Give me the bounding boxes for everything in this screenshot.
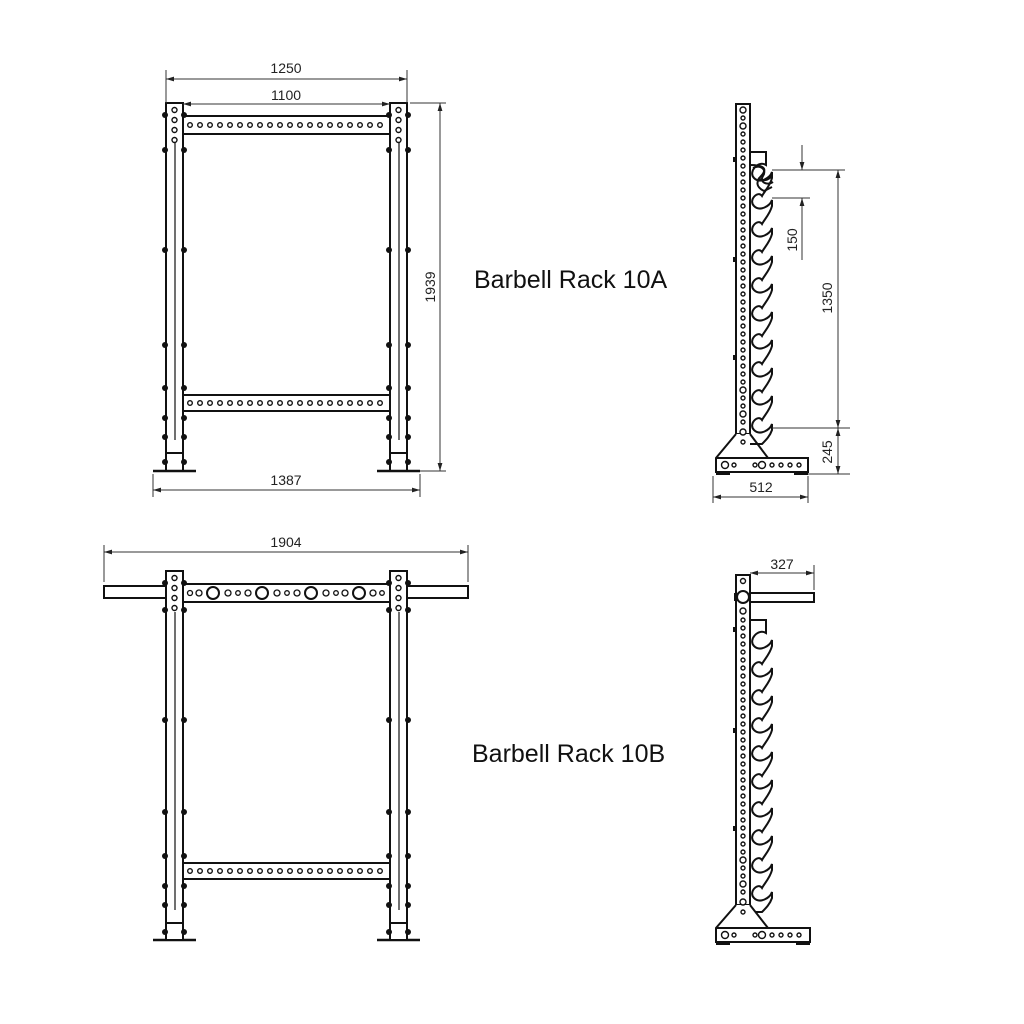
rack-10b-side-dimensions xyxy=(750,565,815,590)
dim-base-depth: 512 xyxy=(749,479,773,495)
rack-10a-label: Barbell Rack 10A xyxy=(474,266,668,294)
dim-height: 1939 xyxy=(422,271,438,302)
rack-10a-side-view xyxy=(715,103,809,475)
rack-10b-front-view xyxy=(103,570,469,942)
rack-10a-side-dimensions xyxy=(712,145,850,503)
dim-base-width: 1387 xyxy=(270,472,301,488)
rack-10b-label: Barbell Rack 10B xyxy=(472,740,666,768)
dim-outer-width: 1250 xyxy=(270,60,301,76)
dim-lowest-hook-height: 245 xyxy=(819,440,835,464)
dim-hook-spacing: 150 xyxy=(784,228,800,252)
rack-10b-side-view xyxy=(715,574,815,945)
dim-overall-width-with-bar: 1904 xyxy=(270,534,301,550)
rack-10a-front-view xyxy=(153,102,420,473)
rack-10a-hooks xyxy=(750,151,773,445)
rack-10b-front-dimensions xyxy=(103,545,469,582)
dim-bar-extension: 327 xyxy=(770,556,794,572)
rack-10a-front-dimensions xyxy=(152,70,446,497)
dim-inner-width: 1100 xyxy=(271,87,301,103)
dim-hook-span: 1350 xyxy=(819,282,835,313)
